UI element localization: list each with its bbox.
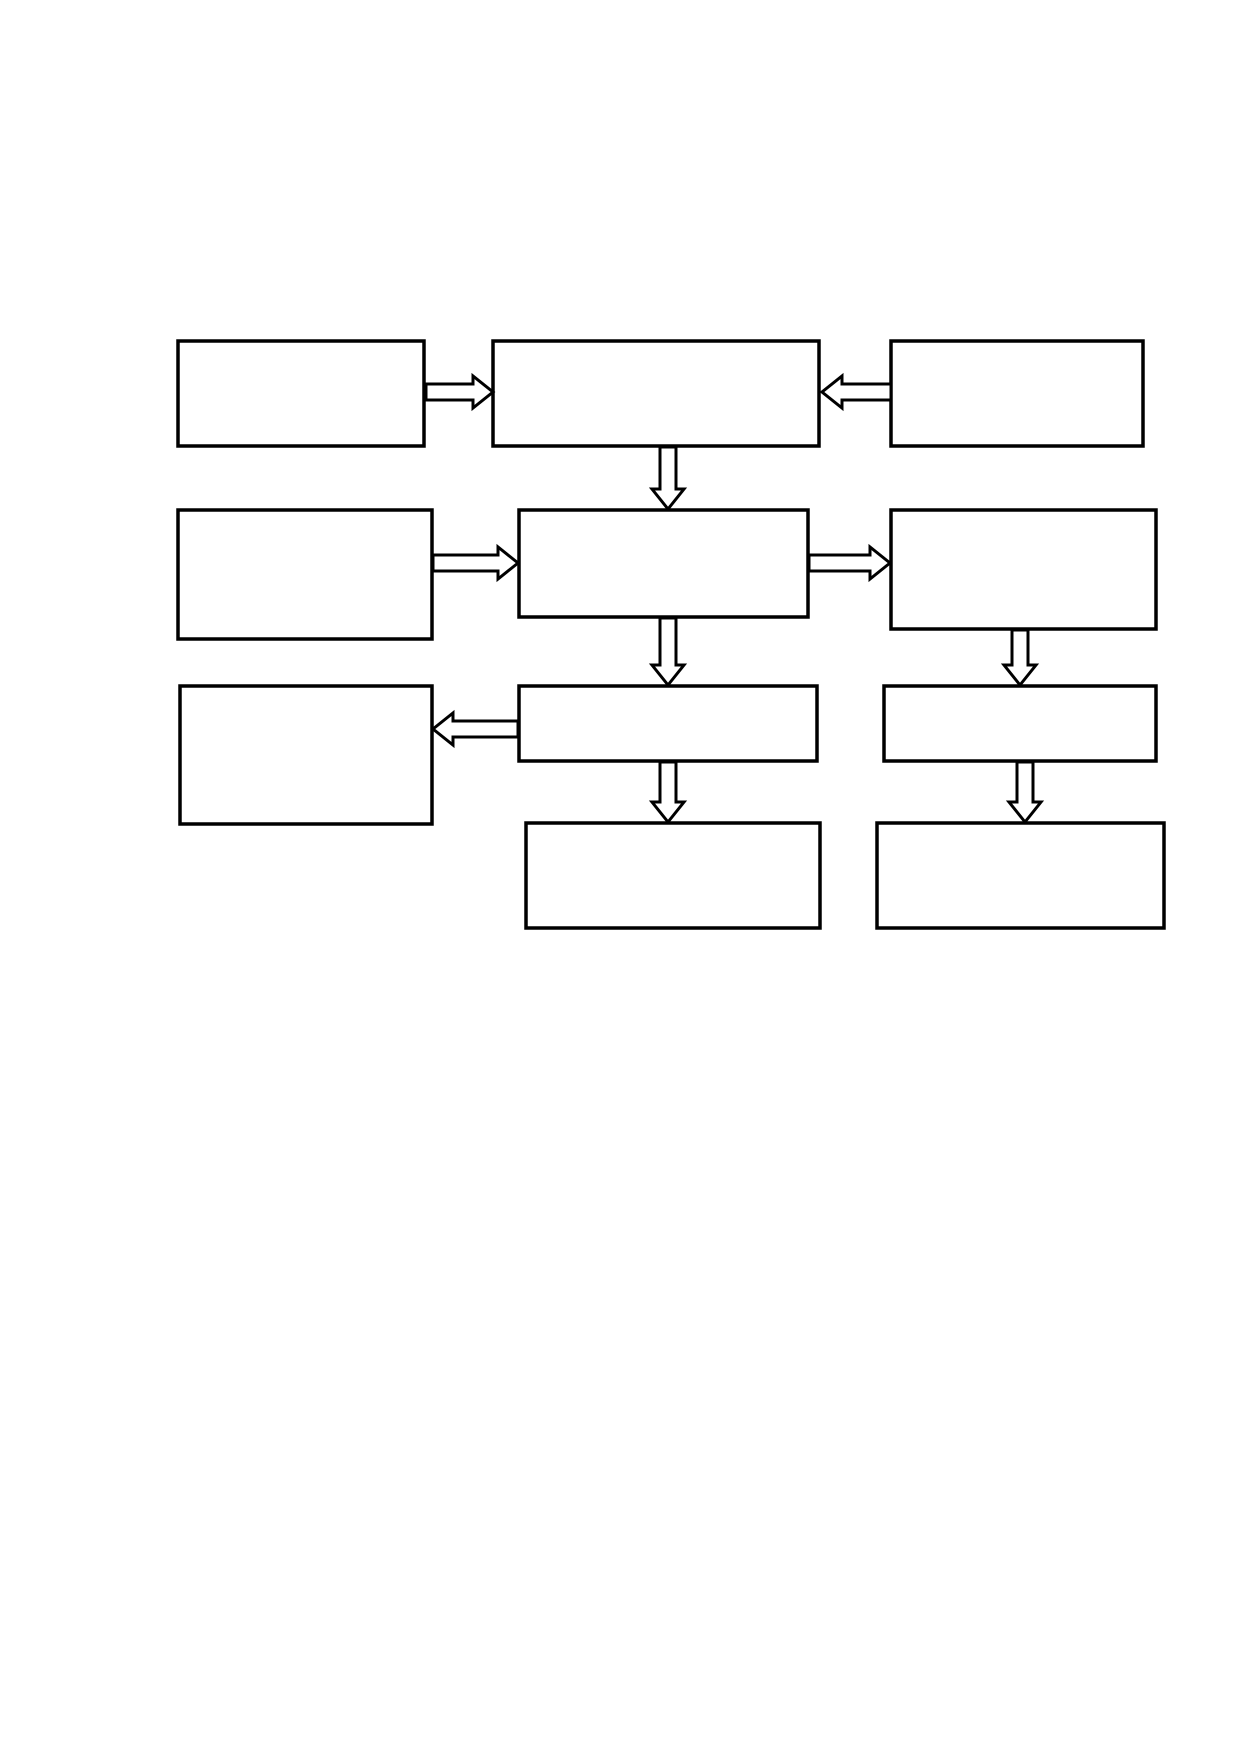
node-row1-center <box>491 339 821 448</box>
flowchart-edges <box>424 372 1045 825</box>
arrow-row2-center-to-row2-right <box>807 543 893 583</box>
node-row1-left <box>176 339 426 448</box>
arrow-row1-left-to-row1-center <box>424 372 496 412</box>
node-row3-center <box>517 684 819 763</box>
node-row2-center <box>517 508 810 619</box>
arrow-row1-right-to-row1-center <box>819 372 893 412</box>
node-row2-left <box>176 508 434 641</box>
node-row4-center <box>524 821 822 930</box>
arrow-row1-center-to-row2-center <box>648 445 688 512</box>
arrow-row2-left-to-row2-center <box>431 543 521 583</box>
node-row1-right <box>889 339 1145 448</box>
arrow-row3-right-to-row4-right <box>1005 760 1045 825</box>
arrow-row2-right-to-row3-right <box>1000 628 1040 688</box>
arrow-row2-center-to-row3-center <box>648 616 688 688</box>
node-row4-right <box>875 821 1166 930</box>
arrow-row3-center-to-row3-left <box>430 709 520 749</box>
arrow-row3-center-to-row4-center <box>648 760 688 825</box>
flowchart-nodes <box>176 339 1166 930</box>
node-row3-right <box>882 684 1158 763</box>
node-row3-left <box>178 684 434 826</box>
node-row2-right <box>889 508 1158 631</box>
